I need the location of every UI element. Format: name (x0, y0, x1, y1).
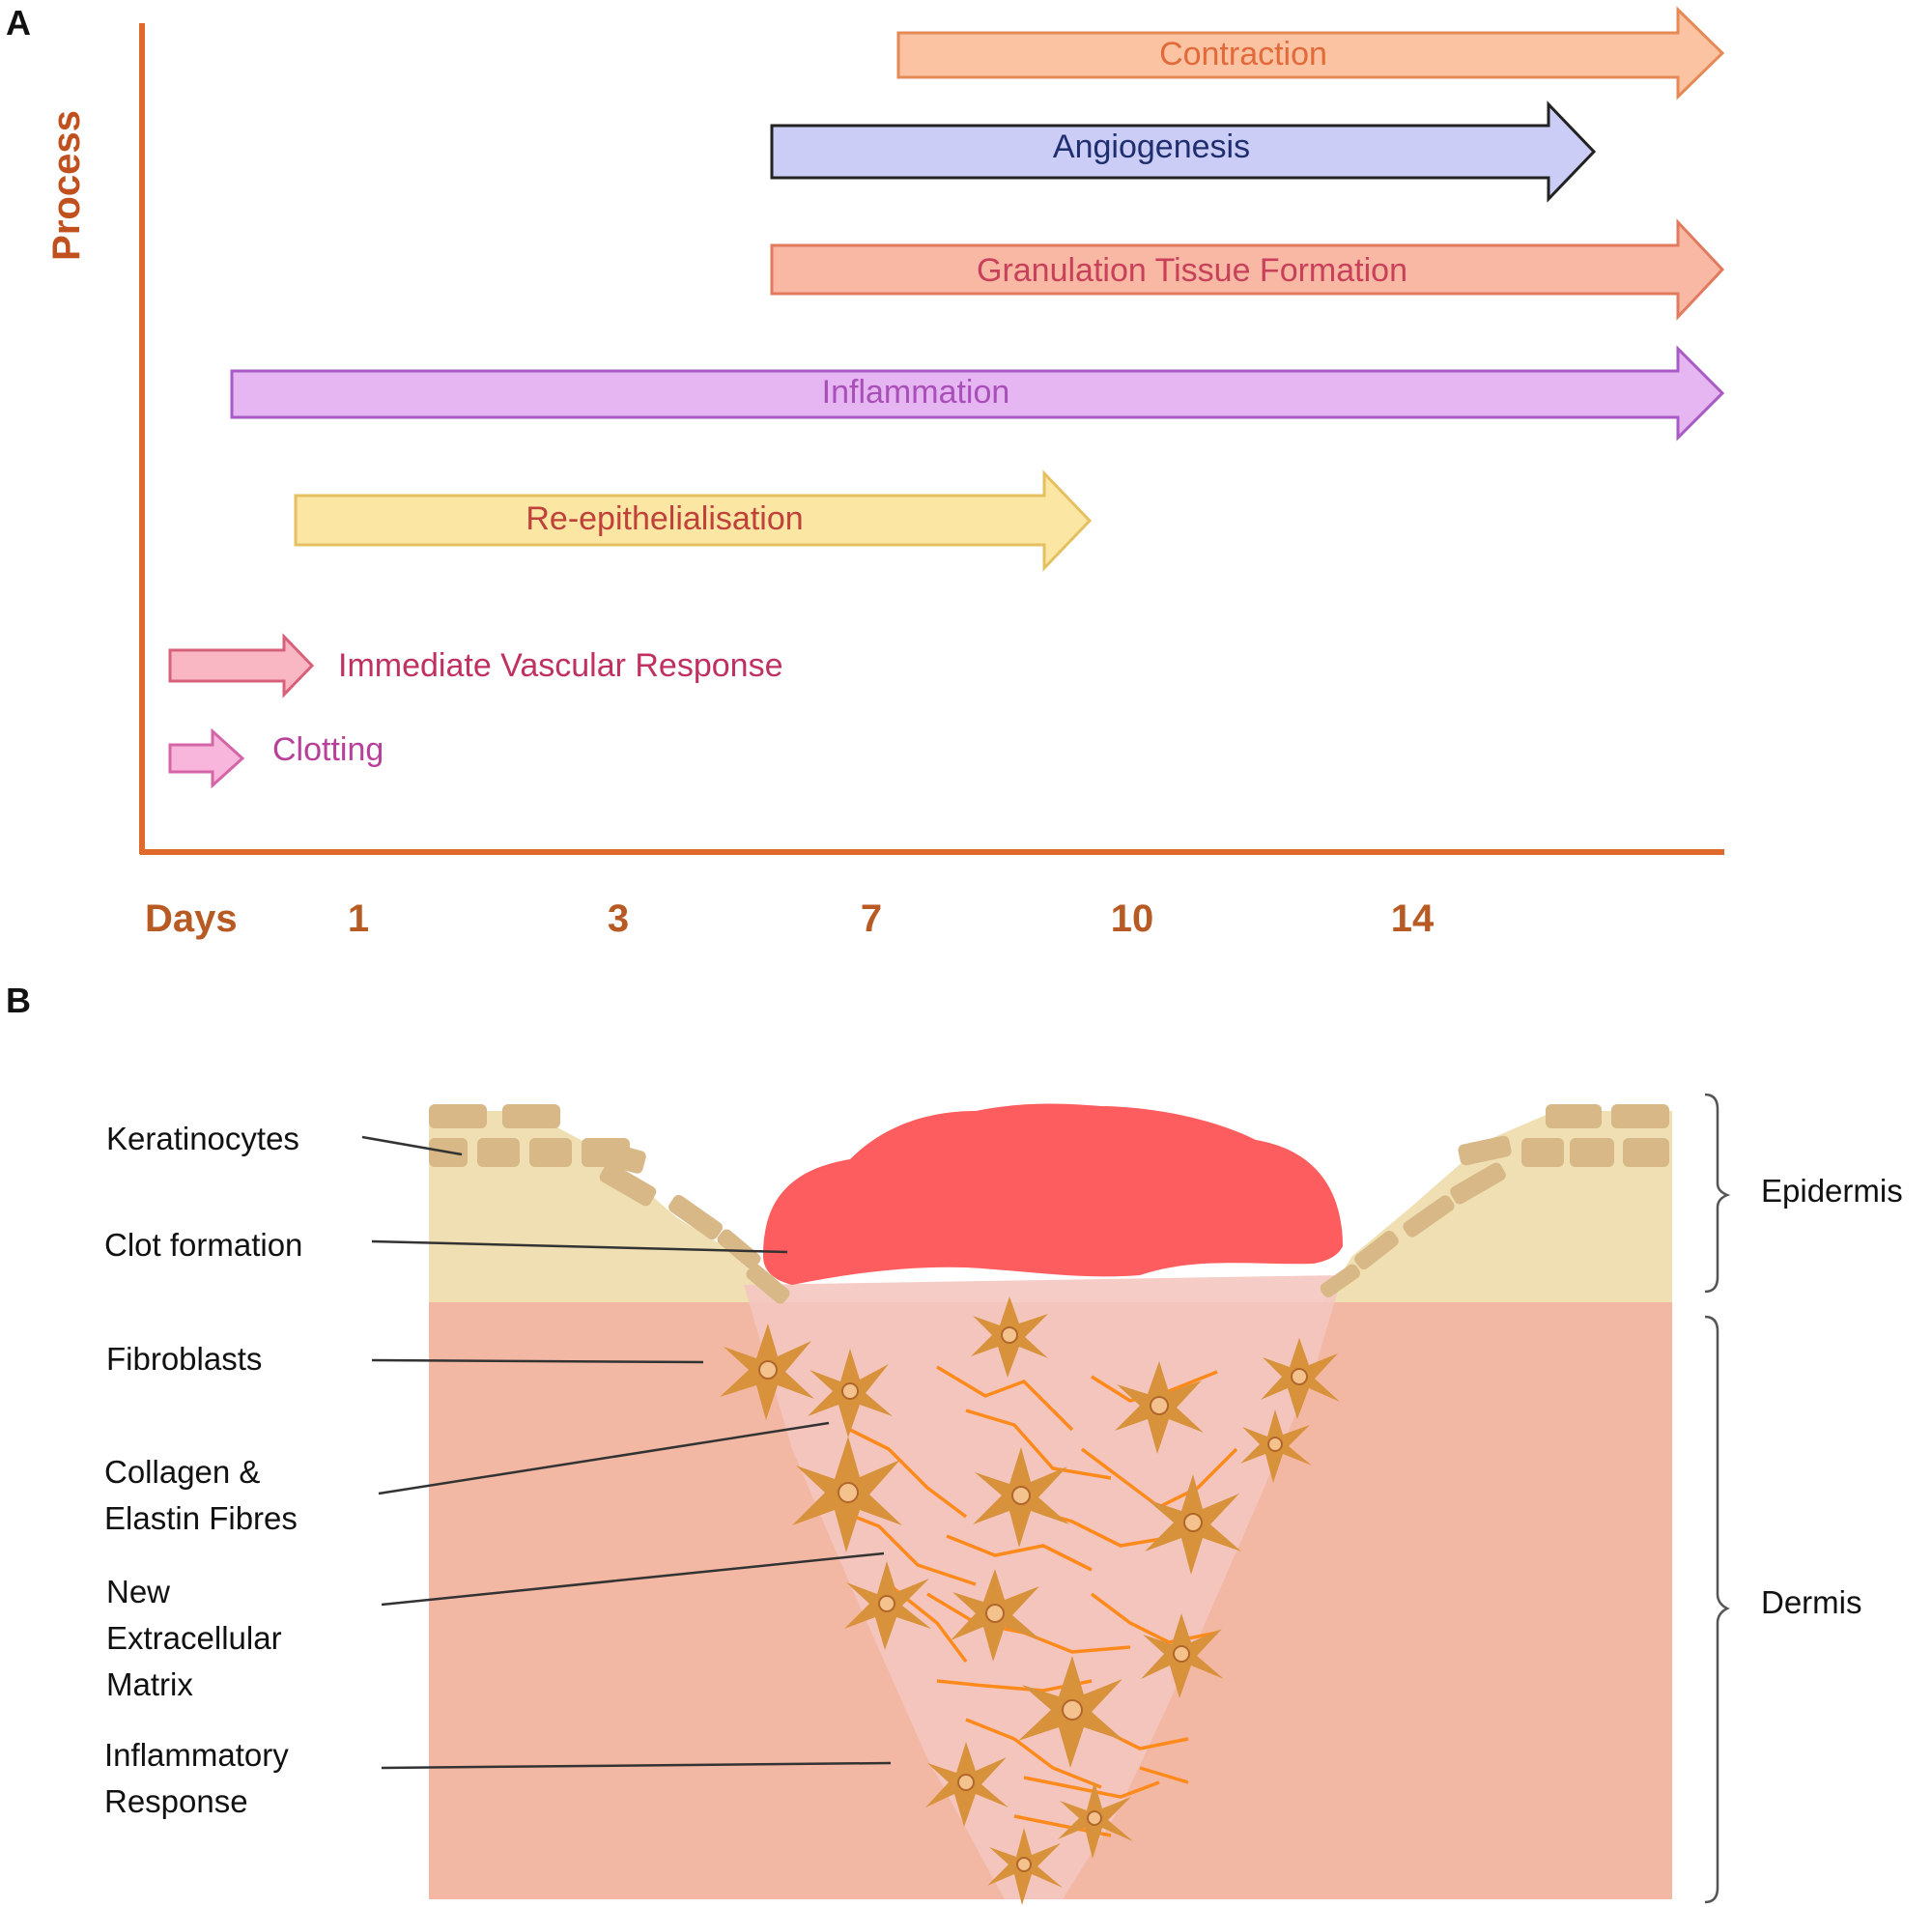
panel-b-label: B (6, 981, 31, 1020)
new-matrix-label: New Extracellular Matrix (106, 1574, 282, 1702)
clotting-label: Clotting (272, 731, 384, 768)
contraction-label: Contraction (1159, 36, 1327, 72)
clotting-arrow (168, 727, 245, 789)
re-epithelialisation-label: Re-epithelialisation (526, 500, 803, 537)
epidermis-label: Epidermis (1761, 1173, 1903, 1209)
fibroblasts-label: Fibroblasts (106, 1341, 262, 1377)
angiogenesis-arrow (770, 100, 1597, 203)
keratinocyte-cells-right (1320, 1104, 1669, 1297)
tick-label: 10 (1111, 897, 1154, 940)
contraction-arrow (896, 6, 1725, 100)
epidermis-bracket (1704, 1093, 1731, 1294)
leader-lines (361, 1135, 892, 1770)
fibroblasts (720, 1296, 1340, 1905)
label-line: Extracellular (106, 1620, 282, 1656)
vascular-response-label: Immediate Vascular Response (338, 647, 782, 684)
inflammation-arrow (230, 345, 1725, 441)
x-axis-label: Days (145, 897, 238, 940)
label-line: Collagen & (104, 1454, 260, 1490)
granulation-arrow (770, 218, 1725, 321)
collagen-elastin-label: Collagen & Elastin Fibres (104, 1454, 298, 1536)
clot (763, 1103, 1343, 1285)
label-line: Fibroblasts (106, 1341, 262, 1377)
label-line: Clot formation (104, 1227, 302, 1263)
vascular-response-arrow (168, 633, 315, 698)
label-line: Keratinocytes (106, 1121, 299, 1156)
tick-label: 1 (348, 897, 369, 940)
keratinocytes-label: Keratinocytes (106, 1121, 299, 1156)
tick-label: 14 (1391, 897, 1435, 940)
label-line: Inflammatory (104, 1737, 289, 1773)
y-axis-label: Process (45, 110, 88, 261)
tick-label: 3 (608, 897, 629, 940)
re-epithelialisation-arrow (294, 470, 1093, 572)
clot-formation-label: Clot formation (104, 1227, 302, 1263)
inflammatory-response-label: Inflammatory Response (104, 1737, 289, 1819)
angiogenesis-label: Angiogenesis (1053, 128, 1250, 165)
label-line: New (106, 1574, 170, 1609)
label-line: Elastin Fibres (104, 1500, 298, 1536)
label-line: Matrix (106, 1666, 193, 1702)
keratinocyte-cells-left (429, 1104, 790, 1304)
dermis-bracket (1704, 1315, 1730, 1904)
inflammation-label: Inflammation (822, 374, 1010, 411)
label-line: Response (104, 1783, 248, 1819)
panel-a-label: A (6, 3, 31, 43)
granulation-label: Granulation Tissue Formation (977, 252, 1407, 289)
tick-label: 7 (861, 897, 882, 940)
new-matrix-region (744, 1275, 1343, 1899)
dermis-label: Dermis (1761, 1584, 1862, 1620)
